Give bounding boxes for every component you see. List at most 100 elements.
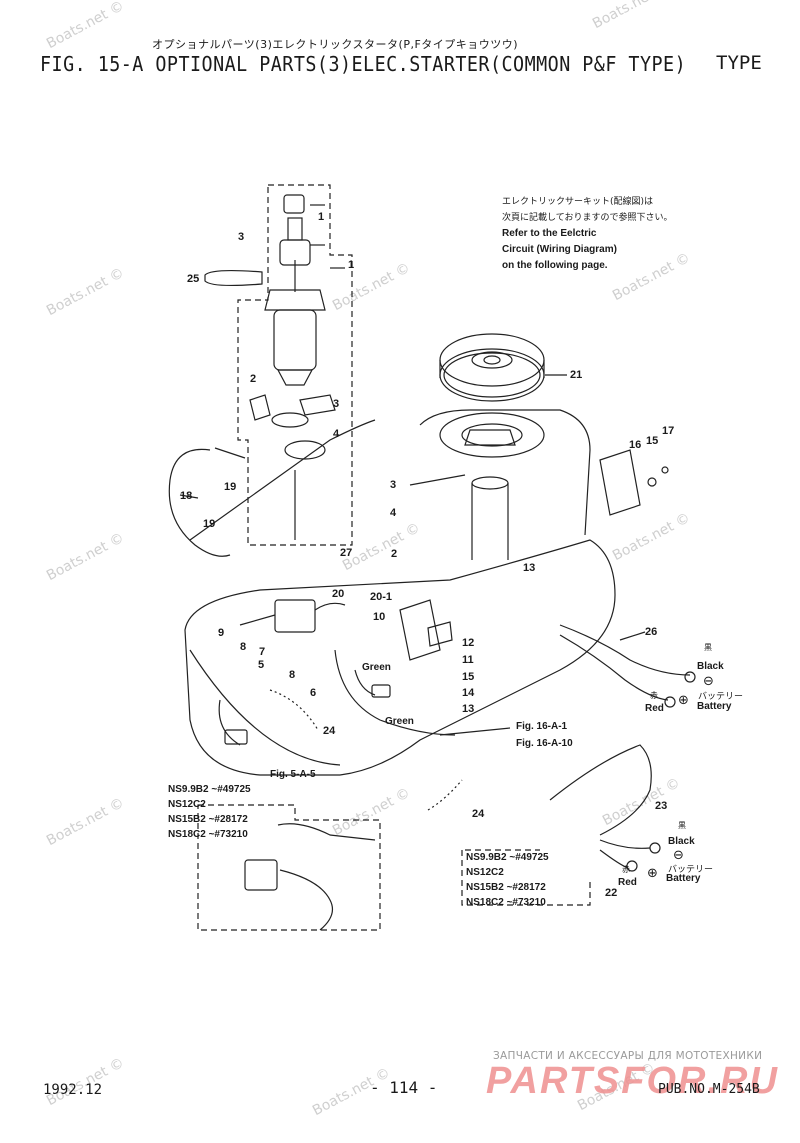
- inset-battery-black-jp: 黒: [678, 821, 686, 830]
- callout-part-18: 18: [180, 490, 193, 502]
- flywheel: [439, 333, 545, 402]
- callout-part-20: 20: [332, 588, 345, 600]
- rectifier-16: [599, 449, 641, 516]
- callout-part-16: 16: [629, 439, 642, 451]
- note-en-line3: on the following page.: [502, 260, 608, 271]
- model-line: NS12C2: [168, 799, 206, 810]
- callout-part-24: 24: [472, 808, 485, 820]
- battery-cable-red: [559, 634, 669, 701]
- connector-plug: [224, 729, 248, 745]
- note-jp-line2: 次頁に記載しておりますので参照下さい。: [502, 213, 673, 223]
- fig-ref-5-a-5: Fig. 5-A-5: [270, 769, 316, 780]
- green-wire: [334, 649, 456, 736]
- callout-part-1: 1: [318, 211, 325, 223]
- lower-cowling: [184, 539, 616, 776]
- starter-bracket: [249, 394, 336, 540]
- callout-part-8: 8: [240, 641, 247, 653]
- battery-plus-icon: ⊕: [678, 693, 689, 708]
- callout-part-3: 3: [333, 398, 340, 410]
- starter-relay: [274, 599, 316, 633]
- callout-part-1: 1: [348, 259, 355, 271]
- callout-part-3: 3: [238, 231, 245, 243]
- cowling-top-edge: [419, 409, 591, 536]
- callout-part-21: 21: [570, 369, 583, 381]
- inset-battery-plus-icon: ⊕: [647, 866, 658, 881]
- callout-part-23: 23: [655, 800, 668, 812]
- callout-part-4: 4: [333, 428, 340, 440]
- note-en-line2: Circuit (Wiring Diagram): [502, 244, 617, 255]
- inset-battery-red-jp: 赤: [622, 865, 630, 874]
- battery-label: Battery: [697, 701, 732, 712]
- callout-part-20-1: 20-1: [370, 591, 393, 603]
- japanese-figure-title: オプショナルパーツ(3)エレクトリックスタータ(P,Fタイプキョウツウ): [152, 38, 519, 51]
- callout-part-11: 11: [462, 654, 474, 666]
- callout-part-4: 4: [390, 507, 397, 519]
- inset-battery-minus-icon: ⊖: [673, 848, 684, 863]
- starter-assembly-dashed-box: [237, 184, 353, 546]
- model-line: NS9.9B2 ~#49725: [168, 784, 251, 795]
- battery-jp: バッテリー: [698, 692, 744, 702]
- ru-banner: ЗАПЧАСТИ И АКСЕССУАРЫ ДЛЯ МОТОТЕХНИКИ: [493, 1050, 763, 1062]
- battery-black-label: Black: [697, 661, 724, 672]
- starter-motor: [264, 194, 326, 386]
- callout-part-17: 17: [662, 425, 675, 437]
- inset-right-dashed-box: [461, 850, 591, 906]
- callout-part-19: 19: [224, 481, 237, 493]
- callout-part-19: 19: [203, 518, 216, 530]
- battery-minus-icon: ⊖: [703, 674, 714, 689]
- note-en-line1: Refer to the Eelctric: [502, 228, 597, 239]
- callout-part-6: 6: [310, 687, 317, 699]
- callout-part-7: 7: [259, 646, 266, 658]
- stator-plate: [439, 412, 545, 458]
- callout-part-9: 9: [218, 627, 225, 639]
- inset-battery-black-label: Black: [668, 836, 695, 847]
- inset-battery-label: Battery: [666, 873, 701, 884]
- model-line: NS9.9B2 ~#49725: [466, 852, 549, 863]
- fig-ref-16-a-10: Fig. 16-A-10: [516, 738, 573, 749]
- callout-part-22: 22: [605, 887, 618, 899]
- publication-number: PUB.NO.M-254B: [658, 1082, 760, 1097]
- model-line: NS15B2 ~#28172: [168, 814, 248, 825]
- callout-part-10: 10: [373, 611, 386, 623]
- callout-part-15: 15: [462, 671, 475, 683]
- callout-part-2: 2: [391, 548, 398, 560]
- footer-date: 1992.12: [43, 1082, 103, 1098]
- inset-cowling: [549, 744, 652, 836]
- model-line: NS12C2: [466, 867, 504, 878]
- figure-title: FIG. 15-A OPTIONAL PARTS(3)ELEC.STARTER(…: [40, 52, 687, 76]
- callout-part-8: 8: [289, 669, 296, 681]
- model-line: NS15B2 ~#28172: [466, 882, 546, 893]
- callout-part-14: 14: [462, 687, 475, 699]
- crankshaft: [471, 476, 509, 560]
- model-line: NS18C2 ~#73210: [168, 829, 248, 840]
- wire-label-green: Green: [385, 716, 414, 727]
- inset-relay: [244, 859, 278, 891]
- battery-red-label: Red: [645, 703, 664, 714]
- callout-part-13: 13: [462, 703, 475, 715]
- page-number: - 114 -: [370, 1078, 438, 1097]
- note-jp-line1: エレクトリックサーキット(配線図)は: [502, 197, 654, 207]
- bead-chain-24b: [427, 779, 463, 811]
- callout-part-13: 13: [523, 562, 536, 574]
- fig-ref-16-a-1: Fig. 16-A-1: [516, 721, 568, 732]
- callout-part-27: 27: [340, 547, 353, 559]
- inset-battery-red-label: Red: [618, 877, 637, 888]
- battery-black-jp: 黒: [704, 643, 712, 652]
- battery-cable-black: [559, 624, 691, 676]
- callout-part-12: 12: [462, 637, 475, 649]
- battery-red-jp: 赤: [650, 691, 658, 700]
- bead-chain-24: [269, 689, 319, 731]
- inset-battery-jp: バッテリー: [668, 865, 714, 875]
- callout-part-3: 3: [390, 479, 397, 491]
- wire-label-green: Green: [362, 662, 391, 673]
- model-line: NS18C2 ~#73210: [466, 897, 546, 908]
- callout-part-5: 5: [258, 659, 265, 671]
- callout-part-25: 25: [187, 273, 200, 285]
- bracket-10: [399, 599, 441, 661]
- callout-part-15: 15: [646, 435, 659, 447]
- type-label: TYPE: [716, 52, 762, 74]
- part-25-grip: [204, 269, 263, 287]
- callout-part-2: 2: [250, 373, 257, 385]
- callout-part-24: 24: [323, 725, 336, 737]
- starter-cable: [168, 448, 231, 557]
